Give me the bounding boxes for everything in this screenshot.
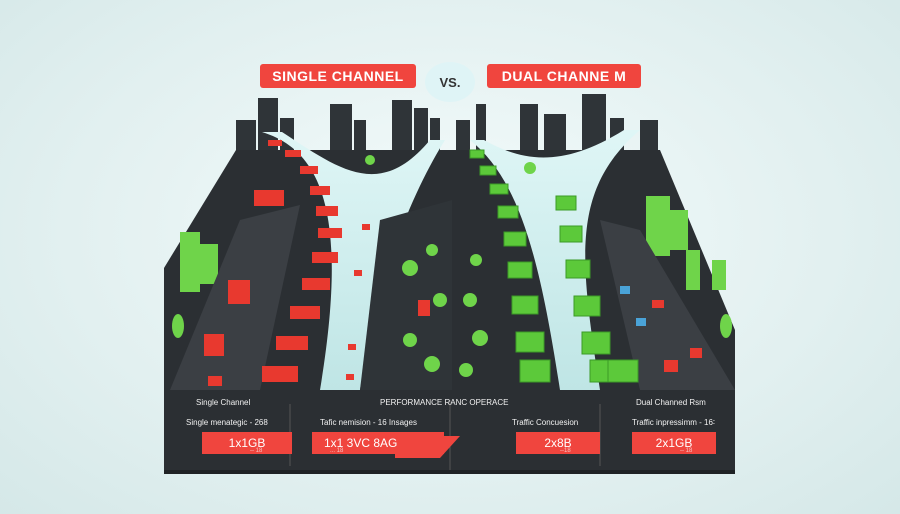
card-2-value: 1x1 3VC 8AG (312, 432, 444, 454)
card-1-sub: -- 18 (250, 448, 263, 454)
road-light-left (262, 132, 445, 390)
panel-right-heading: Dual Channed Rsm (636, 398, 706, 407)
panel-center-right-sub: Traffic Concuesion (512, 418, 579, 427)
green-traffic (469, 149, 639, 383)
green-blocks (180, 196, 726, 292)
cars-right (620, 286, 702, 372)
road-light-right (470, 130, 640, 390)
red-traffic (204, 140, 430, 386)
panel-center-left-sub: Tafic nemision - 16 Insages (320, 418, 417, 427)
card-1-value: 1x1GB (202, 432, 292, 454)
card-3-sub: --18 (560, 448, 571, 454)
panel-left-heading: Single Channel (196, 398, 251, 407)
trees (172, 155, 732, 377)
card-4-sub: -- 18 (680, 448, 693, 454)
panel-edge (164, 470, 735, 474)
panel-left-sub: Single menategic - 268 (186, 418, 268, 427)
vs-badge: VS. (425, 62, 475, 102)
card-2-sub: ... 18 (330, 448, 344, 454)
dual-channel-title: DUAL CHANNE M (487, 64, 641, 88)
road-right (600, 220, 735, 390)
card-4-value: 2x1GB (632, 432, 716, 454)
card-3-value: 2x8B (516, 432, 600, 454)
panel-right-sub: Traffic inpressimm - 16∶ (632, 418, 715, 427)
single-channel-title: SINGLE CHANNEL (260, 64, 416, 88)
panel-center-heading: PERFORMANCE RANC OPERACE (380, 398, 509, 407)
